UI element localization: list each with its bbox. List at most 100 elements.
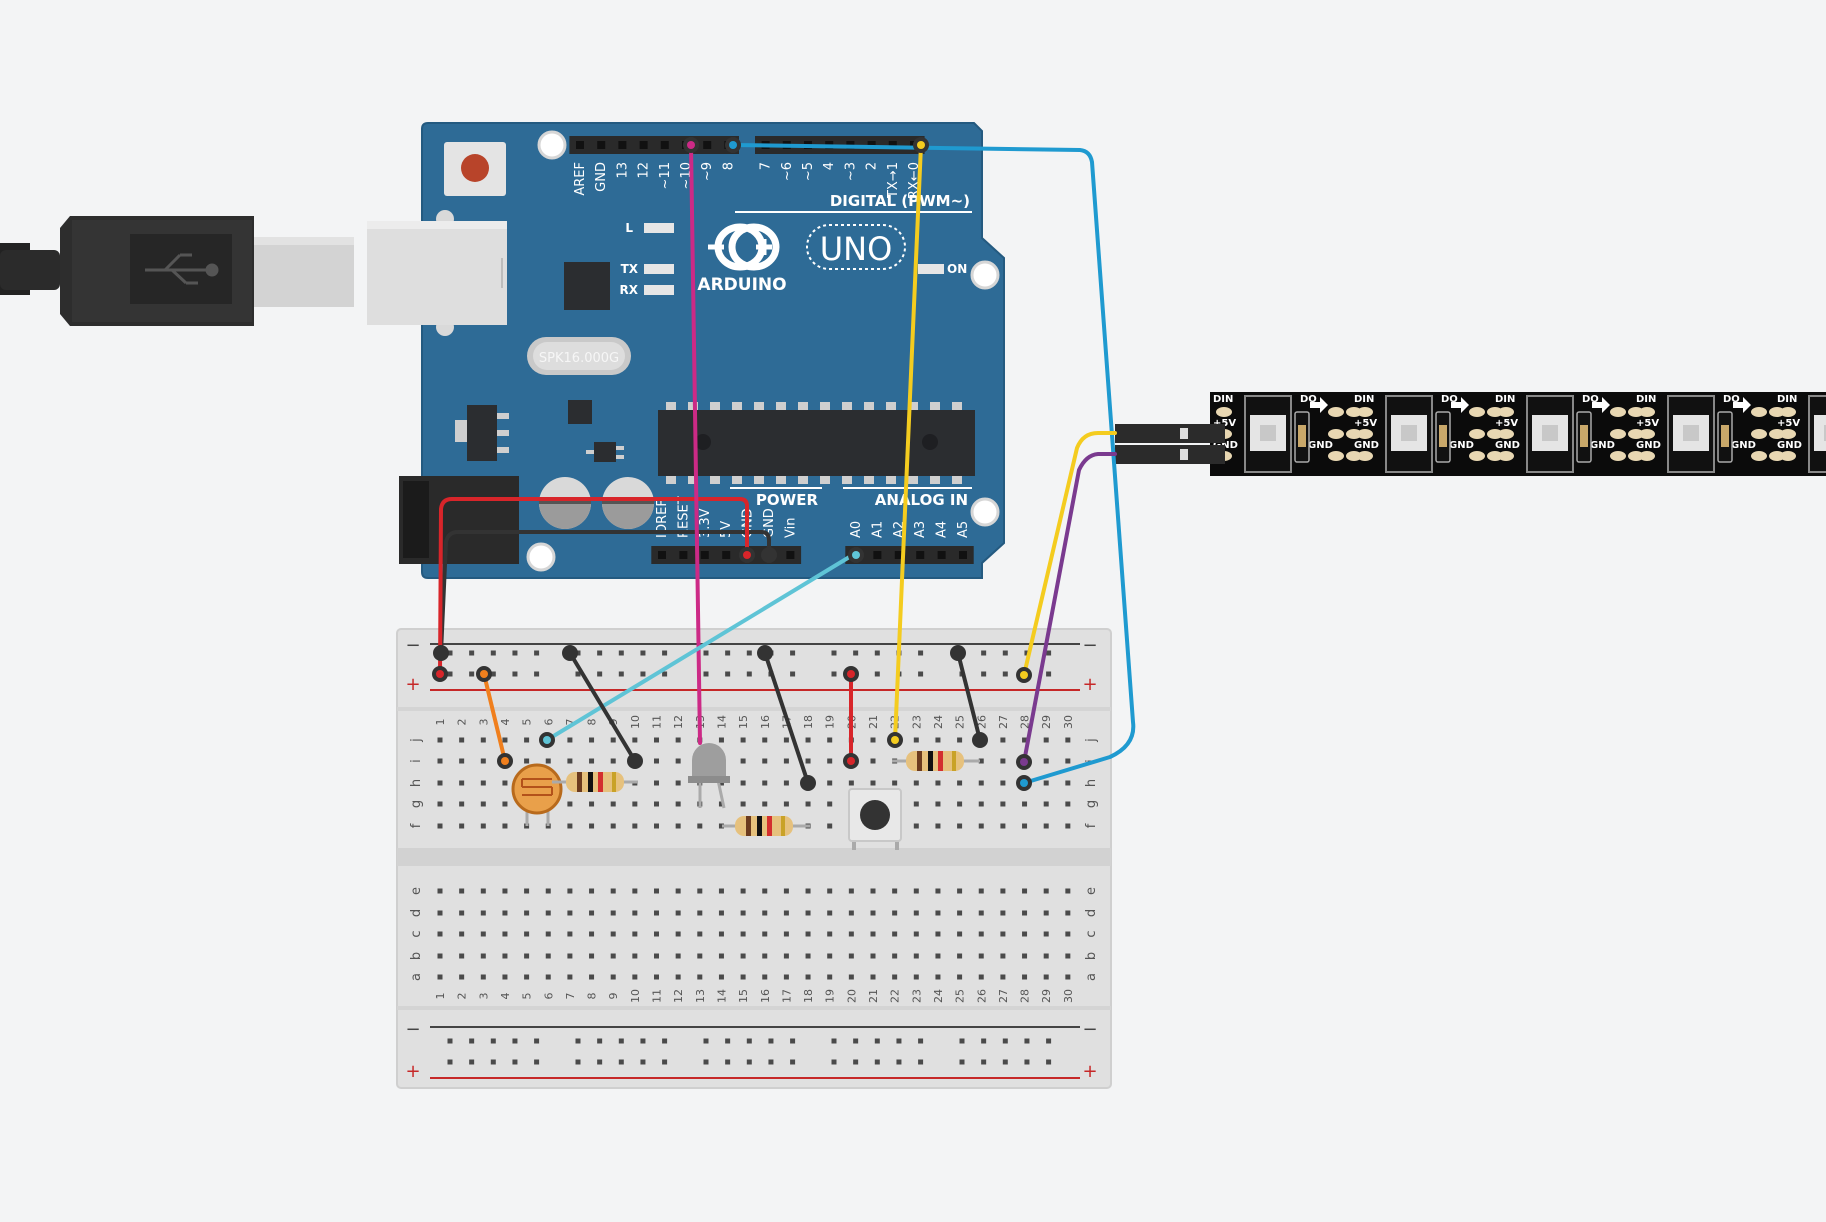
row-letter: h [1084,779,1099,787]
column-number: 6 [542,719,555,726]
header-pin[interactable] [660,141,669,149]
header-pin[interactable] [576,141,584,149]
wire-black[interactable] [568,651,637,763]
led-component[interactable] [688,743,730,809]
header-pin[interactable] [679,551,688,559]
strip-pad-label: DIN [1213,394,1233,405]
wire-purple-strip[interactable] [1022,452,1117,764]
strip-pad-label: +5V [1636,418,1659,429]
header-pin[interactable] [703,141,712,149]
column-number: 6 [542,993,555,1000]
strip-pad-label: +5V [1495,418,1518,429]
analog-pin-header[interactable] [845,546,974,564]
header-pin[interactable] [959,551,967,559]
wires[interactable] [438,143,1136,785]
column-number: 20 [845,989,858,1003]
column-number: 18 [802,989,815,1003]
wire-yellow-pin2[interactable] [893,143,923,742]
led-rx-label: RX [620,283,639,297]
strip-pad-label: GND [1354,440,1379,451]
strip-pad-label: +5V [1777,418,1800,429]
breadboard[interactable]: − − + + − − + + 112233445566778899101011… [396,628,1112,1089]
pin-label: RESET [676,496,691,538]
header-pin[interactable] [700,551,709,559]
column-number: 11 [651,715,664,729]
breadboard-holes[interactable] [437,650,1071,1065]
strip-pad-label: +5V [1213,418,1236,429]
header-pin[interactable] [618,141,627,149]
resistor[interactable] [722,816,810,836]
column-number: 16 [759,989,772,1003]
direction-arrow-icon [1592,397,1610,413]
row-letter: g [409,800,424,808]
pin-label: ~5 [801,162,816,181]
header-pin[interactable] [888,141,897,149]
column-number: 13 [694,989,707,1003]
strip-pad-label: GND [1731,440,1756,451]
arduino-logo: ARDUINO UNO [697,223,906,295]
wire-yellow-strip[interactable] [1022,431,1117,677]
column-number: 24 [932,989,945,1003]
header-pin[interactable] [873,551,882,559]
header-pin[interactable] [597,141,606,149]
wire-lightblue-a0[interactable] [545,551,858,742]
column-number: 24 [932,715,945,729]
resistor[interactable] [552,772,638,792]
column-number: 29 [1040,989,1053,1003]
strip-pad-label: DO [1723,394,1740,405]
row-letter: b [1084,952,1099,960]
wire-red-5v[interactable] [438,497,749,676]
header-pin[interactable] [786,551,795,559]
arduino-uno-board[interactable]: SPK16.000G L TX [367,122,1005,579]
column-number: 9 [607,993,620,1000]
header-pin[interactable] [894,551,903,559]
pushbutton[interactable] [848,788,902,850]
strip-pad-label: DO [1582,394,1599,405]
wire-endpoints[interactable] [432,137,1032,791]
voltage-regulator [455,405,509,461]
strip-connector[interactable] [1115,424,1225,464]
brand-text: ARDUINO [697,275,786,295]
header-pin[interactable] [658,551,666,559]
pin-label: 4 [822,162,837,170]
rail-minus-label: − [405,635,420,656]
usb-cable[interactable] [0,216,354,326]
column-number: 25 [954,715,967,729]
column-number: 29 [1040,715,1053,729]
wire-blue-pin10[interactable] [731,143,1136,785]
reset-button[interactable] [444,142,506,196]
pin-label: A5 [956,521,971,538]
mounting-hole [526,542,556,572]
strip-pad-label: GND [1213,440,1238,451]
wire-magenta-pin12[interactable] [689,143,702,745]
column-number: 2 [456,719,469,726]
wire-orange[interactable] [482,672,507,763]
wire-black[interactable] [956,651,982,742]
column-number: 28 [1019,715,1032,729]
header-pin[interactable] [639,141,648,149]
resistor[interactable] [892,751,980,771]
mounting-hole [970,497,1000,527]
photoresistor[interactable] [511,763,563,826]
column-number: 3 [477,719,490,726]
header-pin[interactable] [722,551,731,559]
header-pin[interactable] [937,551,946,559]
column-number: 11 [651,989,664,1003]
pin-label: IOREF [655,499,670,538]
pin-label: 13 [615,162,630,179]
column-number: 7 [564,993,577,1000]
power-header-title: POWER [756,491,819,509]
wire-black[interactable] [763,651,810,785]
row-letter: i [409,759,424,763]
strip-pad-label: DO [1441,394,1458,405]
power-pin-header[interactable] [651,546,802,564]
led-on-label: ON [947,262,967,276]
column-number: 30 [1062,715,1075,729]
usb-b-socket [367,210,507,336]
pin-label: ~9 [700,162,715,181]
wire-black-gnd[interactable] [439,530,771,655]
strip-pad-label: DIN [1354,394,1374,405]
header-pin[interactable] [916,551,925,559]
neopixel-strip[interactable]: DIN+5VGNDDOGNDDIN+5VGNDDOGNDDIN+5VGNDDOG… [1115,392,1826,476]
strip-pad-label: GND [1308,440,1333,451]
